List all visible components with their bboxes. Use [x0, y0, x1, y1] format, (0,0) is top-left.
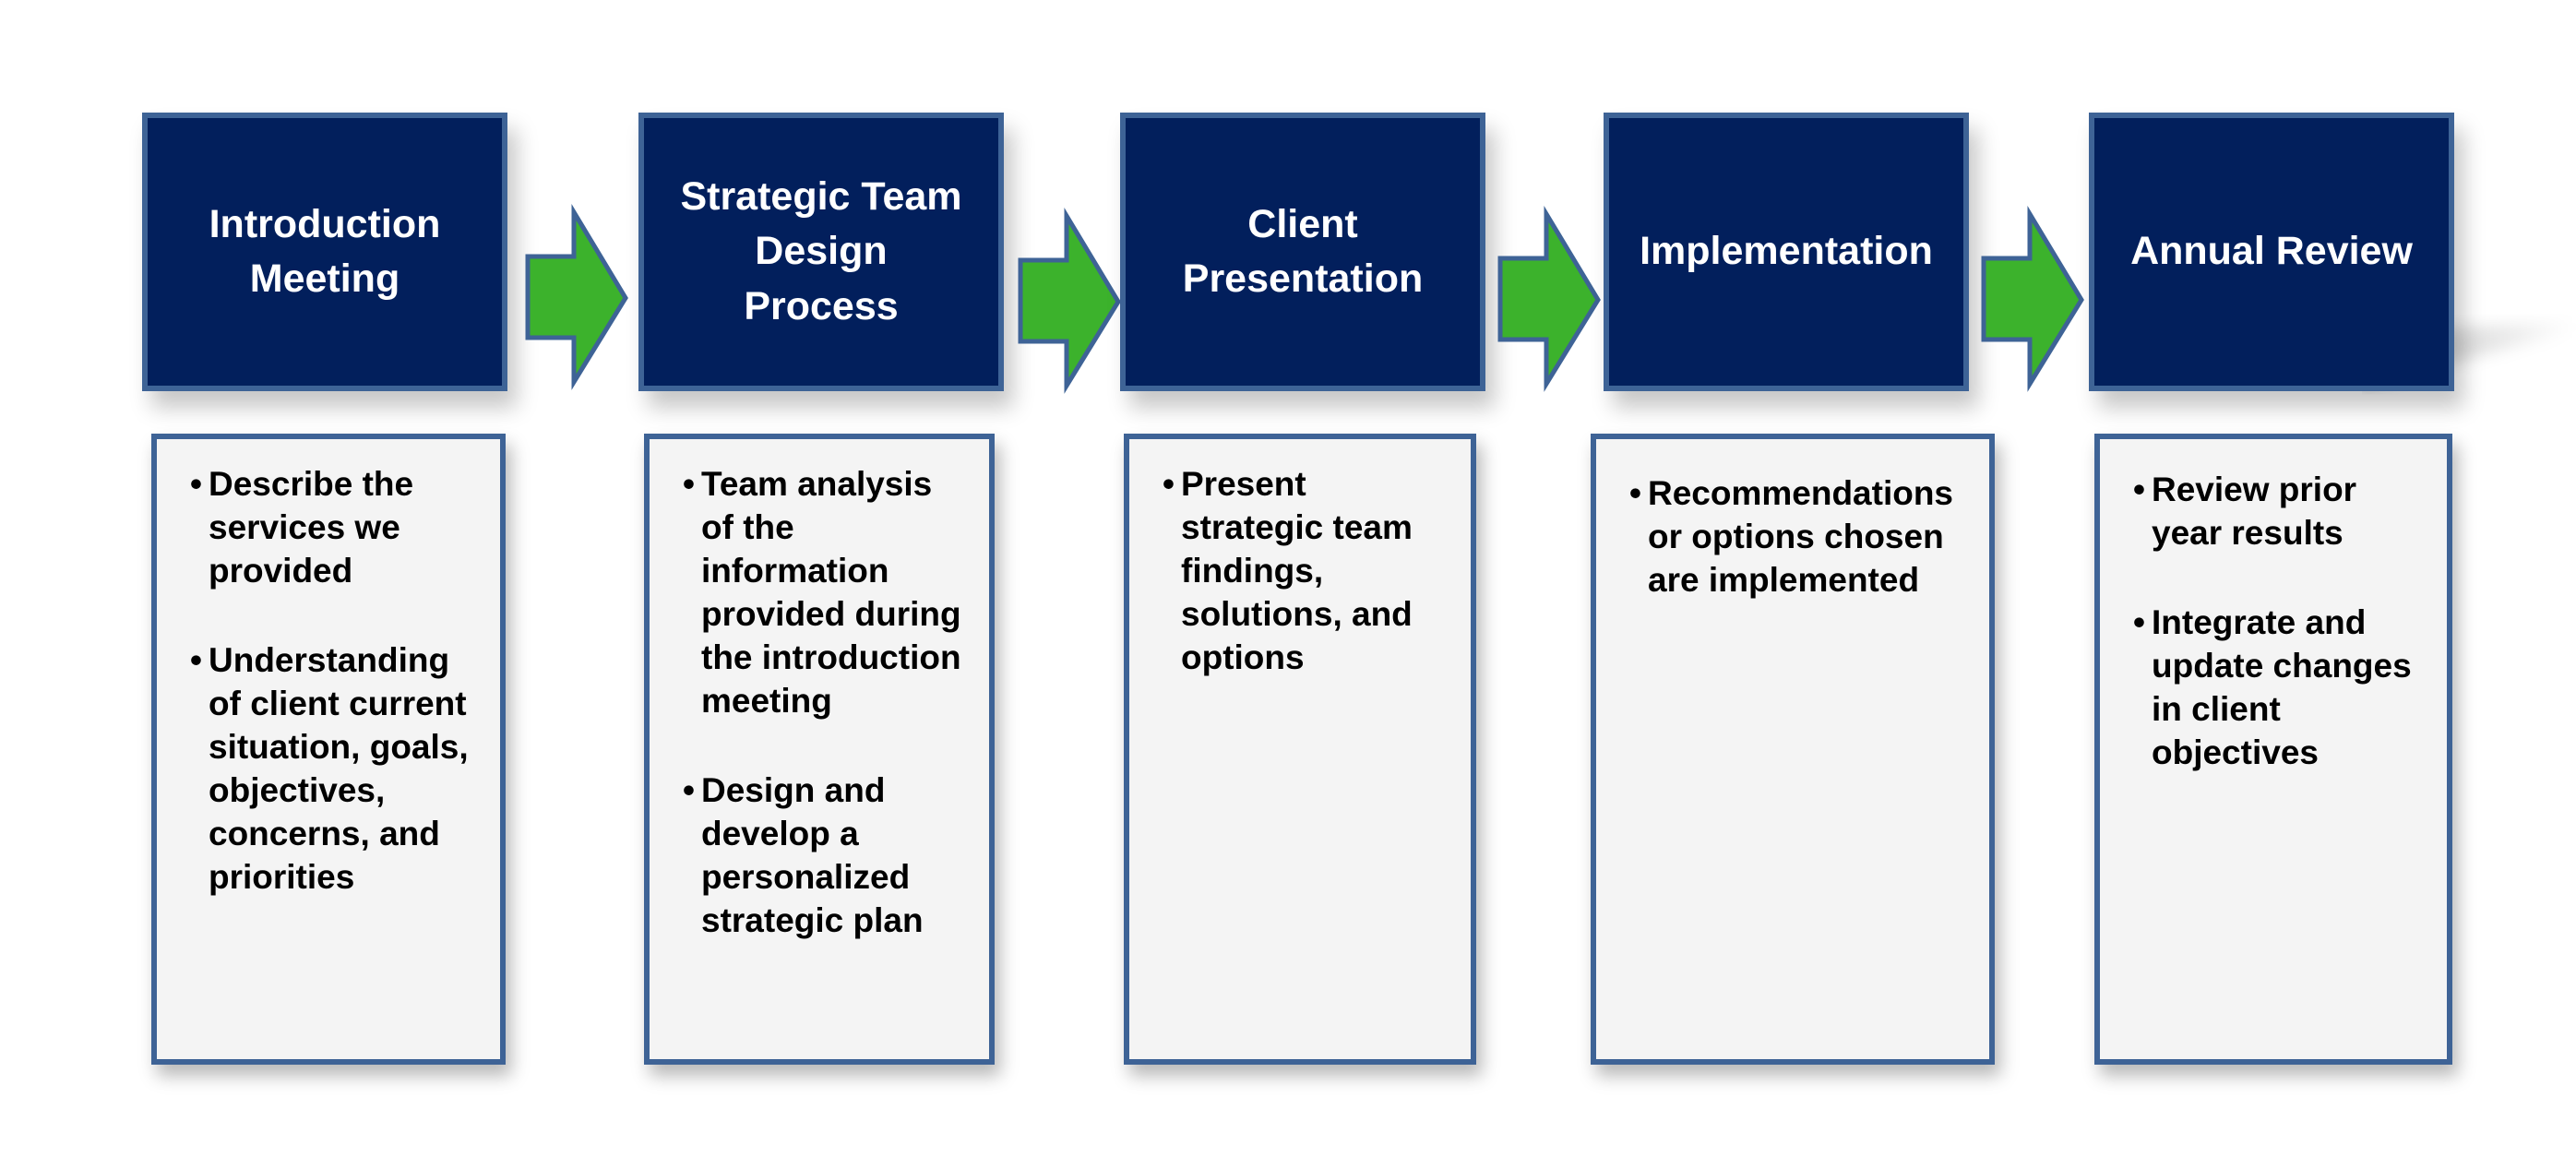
stage-3-title-line-1: Client	[1247, 201, 1358, 246]
stage-1-title-line-2: Meeting	[249, 256, 400, 301]
stage-5-header: Annual Review	[2089, 113, 2454, 391]
stage-5-details: Review prior year results Integrate and …	[2094, 434, 2452, 1065]
stage-2-title-line-1: Strategic Team	[680, 174, 962, 219]
stage-4-title-line-1: Implementation	[1640, 229, 1933, 274]
right-arrow-icon	[1981, 206, 2085, 392]
stage-4-details: Recommendations or options chosen are im…	[1591, 434, 1995, 1065]
stage-3-bullet-1: Present strategic team findings, solutio…	[1163, 463, 1452, 680]
right-arrow-icon	[1497, 206, 1602, 392]
stage-3-header: Client Presentation	[1120, 113, 1485, 391]
right-arrow-icon	[1018, 208, 1122, 394]
stage-2-bullet-1: Team analysis of the information provide…	[683, 463, 971, 723]
stage-2-title-line-2: Design	[755, 229, 888, 274]
stage-4-bullet-1: Recommendations or options chosen are im…	[1629, 472, 1971, 602]
stage-1-header: Introduction Meeting	[142, 113, 507, 391]
stage-3-details: Present strategic team findings, solutio…	[1124, 434, 1476, 1065]
stage-3-title-line-2: Presentation	[1182, 256, 1424, 301]
stage-2-header: Strategic Team Design Process	[638, 113, 1004, 391]
stage-1-bullet-1: Describe the services we provided	[190, 463, 482, 593]
stage-5-bullet-1: Review prior year results	[2133, 469, 2428, 555]
right-arrow-icon	[525, 204, 629, 390]
stage-2-title-line-3: Process	[744, 283, 899, 328]
stage-2-bullet-2: Design and develop a personalized strate…	[683, 769, 971, 943]
stage-5-bullet-2: Integrate and update changes in client o…	[2133, 602, 2428, 775]
stage-1-bullet-2: Understanding of client current situatio…	[190, 639, 482, 900]
stage-1-title-line-1: Introduction	[209, 201, 441, 246]
stage-4-header: Implementation	[1604, 113, 1969, 391]
stage-5-title-line-1: Annual Review	[2130, 229, 2413, 274]
stage-2-details: Team analysis of the information provide…	[644, 434, 995, 1065]
stage-1-details: Describe the services we provided Unders…	[151, 434, 506, 1065]
